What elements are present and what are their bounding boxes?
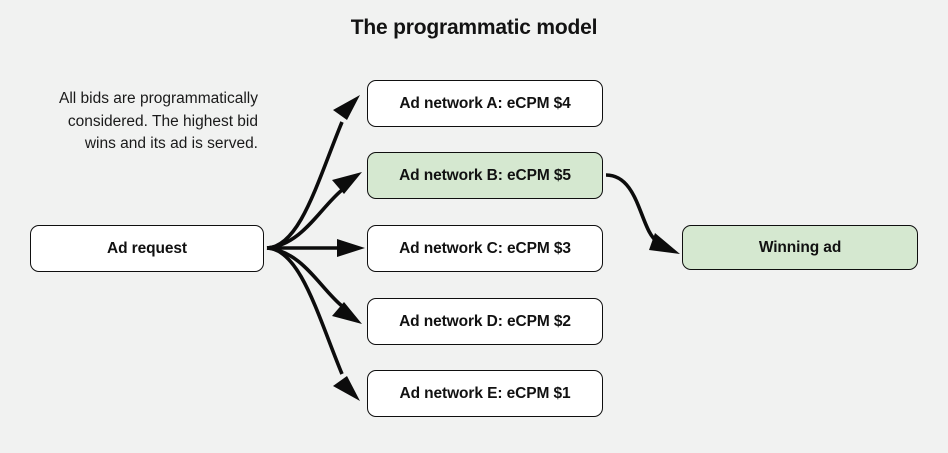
arrowhead-winner (649, 233, 680, 254)
node-ad-request[interactable]: Ad request (30, 225, 264, 272)
node-ad-network-e[interactable]: Ad network E: eCPM $1 (367, 370, 603, 417)
page-title: The programmatic model (350, 16, 598, 39)
arrowhead-network-b (332, 172, 362, 194)
arrowhead-network-a (333, 95, 360, 120)
node-ad-network-b[interactable]: Ad network B: eCPM $5 (367, 152, 603, 199)
edge-request-to-network-a (266, 95, 360, 250)
node-ad-network-a[interactable]: Ad network A: eCPM $4 (367, 80, 603, 127)
caption-line-2: considered. The highest bid (67, 112, 258, 130)
node-ad-network-d[interactable]: Ad network D: eCPM $2 (367, 298, 603, 345)
edge-request-to-network-d (266, 246, 362, 324)
edge-request-to-network-e (266, 246, 360, 401)
edge-request-to-network-c (267, 239, 365, 257)
caption-text: All bids are programmatically considered… (10, 88, 258, 156)
edge-request-to-network-b (266, 172, 362, 250)
node-ad-network-c[interactable]: Ad network C: eCPM $3 (367, 225, 603, 272)
node-winning-ad[interactable]: Winning ad (682, 225, 918, 270)
edge-network-b-to-winner (605, 173, 680, 254)
arrowhead-network-c (337, 239, 365, 257)
arrowhead-network-d (332, 302, 362, 324)
caption-line-3: wins and its ad is served. (84, 135, 258, 152)
caption-line-1: All bids are programmatically (59, 90, 258, 107)
arrowhead-network-e (333, 376, 360, 401)
